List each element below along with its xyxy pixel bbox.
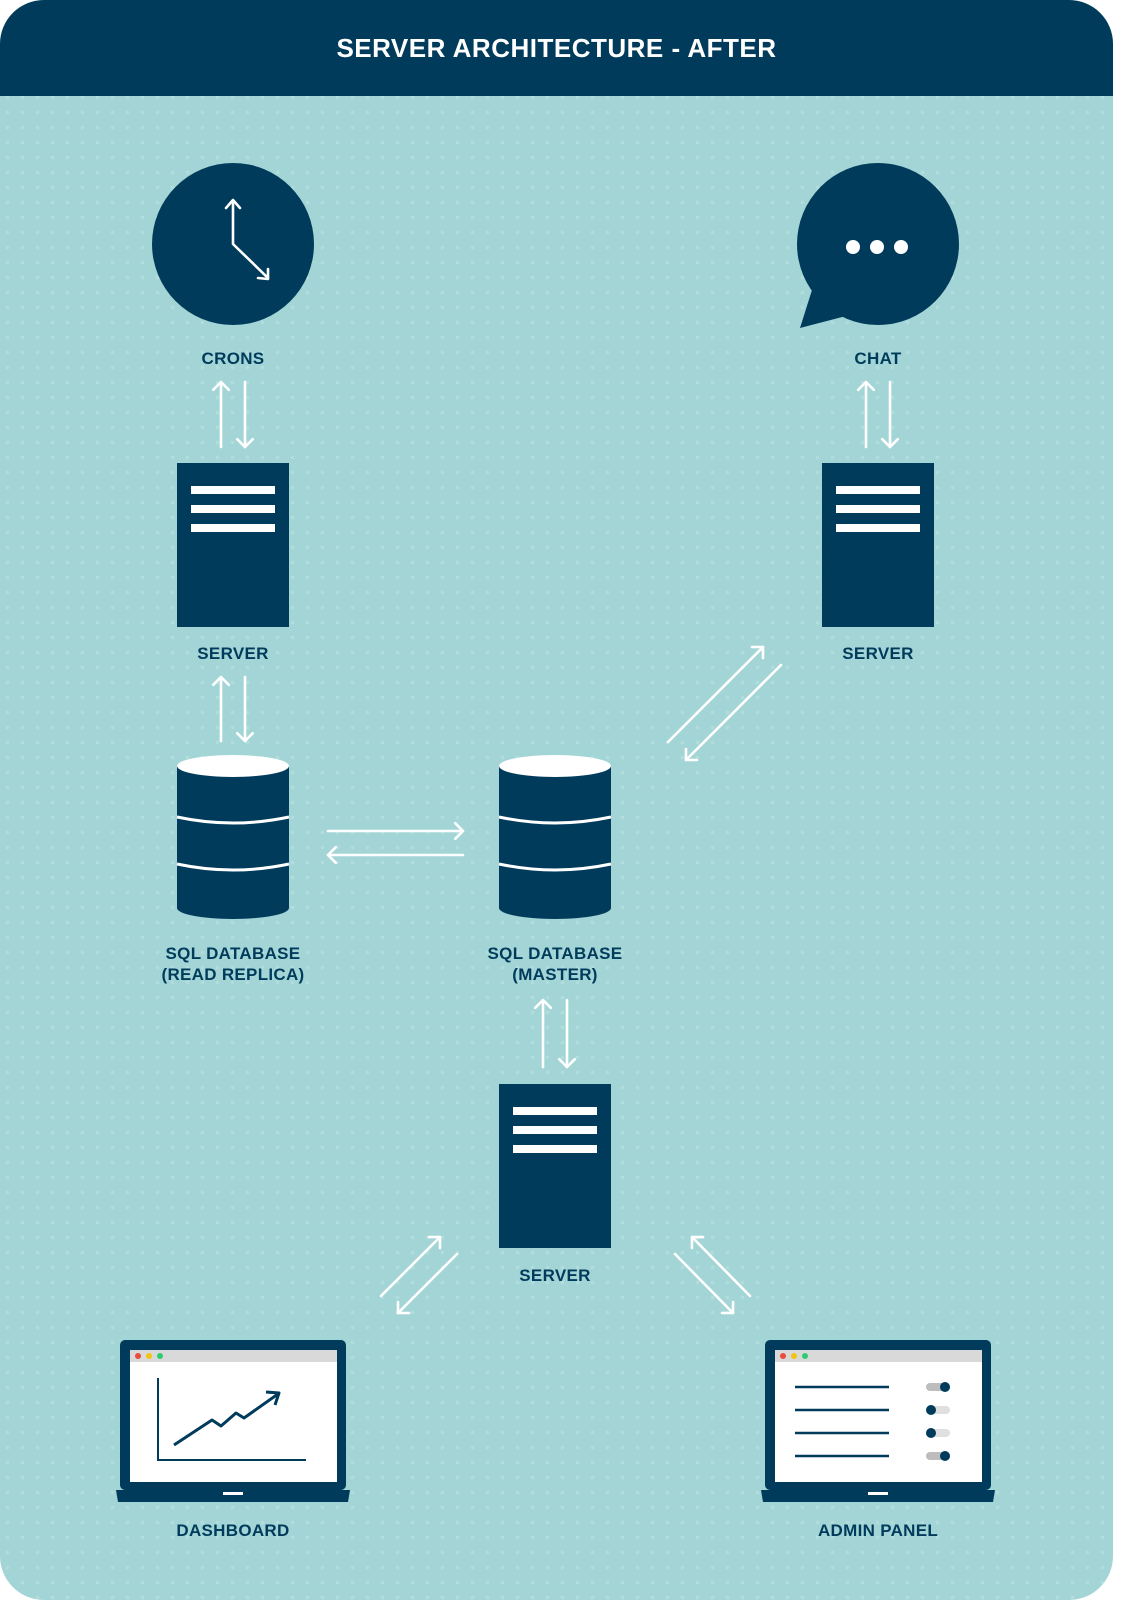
connector-arrows (211, 380, 900, 1315)
server-main-label: SERVER (519, 1266, 591, 1285)
db-replica-label-line2: (READ REPLICA) (161, 965, 305, 984)
arrow-down (235, 675, 255, 743)
db-master-label-line2: (MASTER) (512, 965, 598, 984)
dashboard-label: DASHBOARD (176, 1521, 290, 1540)
page-title: SERVER ARCHITECTURE - AFTER (336, 33, 777, 63)
arrow-down-left (396, 1252, 459, 1315)
arrow-up-left (690, 1235, 752, 1298)
arrow-up (211, 675, 231, 743)
laptop-chart-icon (116, 1340, 350, 1502)
arrow-down (880, 380, 900, 449)
arrow-down-left (684, 663, 783, 762)
arrow-up (533, 998, 553, 1069)
arrow-down (557, 998, 577, 1069)
arrow-down (235, 380, 255, 449)
chat-label: CHAT (854, 349, 902, 368)
crons-label: CRONS (201, 349, 265, 368)
arrow-left (326, 845, 465, 865)
database-master-icon (498, 755, 612, 919)
header-bar: SERVER ARCHITECTURE - AFTER (0, 0, 1113, 96)
arrow-up-right (379, 1235, 442, 1298)
db-replica-label: SQL DATABASE (READ REPLICA) (113, 943, 353, 985)
laptop-settings-icon (761, 1340, 995, 1502)
server-crons-icon (177, 463, 289, 627)
server-chat-icon (822, 463, 934, 627)
clock-icon (152, 163, 314, 325)
db-master-label-line1: SQL DATABASE (487, 944, 623, 963)
db-replica-label-line1: SQL DATABASE (165, 944, 301, 963)
server-chat-label: SERVER (842, 644, 914, 663)
admin-panel-label: ADMIN PANEL (817, 1521, 939, 1540)
server-crons-label: SERVER (197, 644, 269, 663)
db-master-label: SQL DATABASE (MASTER) (435, 943, 675, 985)
server-main-icon (499, 1084, 611, 1248)
arrow-up (856, 380, 876, 449)
arrow-up-right (666, 645, 765, 744)
arrow-right (326, 821, 465, 841)
database-replica-icon (176, 755, 290, 919)
arrow-down-right (673, 1252, 735, 1315)
arrow-up (211, 380, 231, 449)
chat-bubble-icon (797, 163, 959, 328)
